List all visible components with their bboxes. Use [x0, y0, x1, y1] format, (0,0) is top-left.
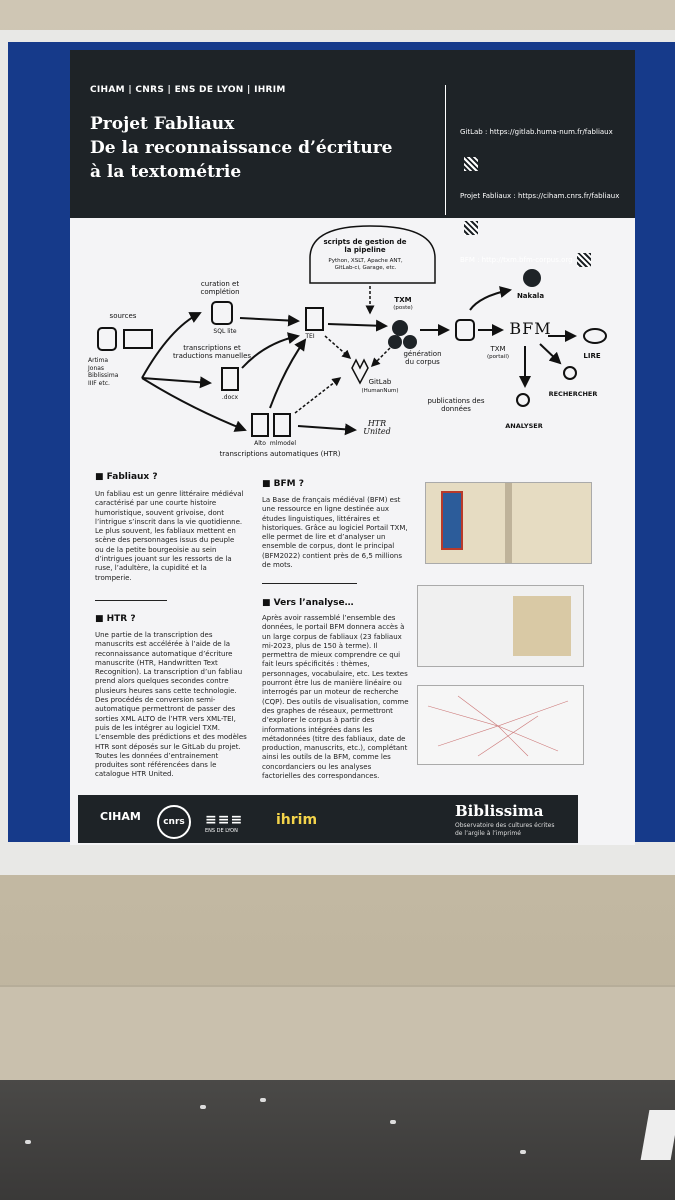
txm-hex-icon — [388, 335, 402, 349]
gitlab-link: GitLab : https://gitlab.huma-num.fr/fabl… — [460, 128, 613, 136]
biblissima-subtitle: Observatoire des cultures écrites de l’a… — [455, 822, 555, 837]
bfm-link: BFM : http://txm.bfm-corpus.org — [460, 256, 573, 264]
network-graph — [427, 695, 569, 757]
gitlab-link-row: GitLab : https://gitlab.huma-num.fr/fabl… — [460, 116, 620, 180]
qr-code-icon — [576, 253, 591, 267]
bfm-title: BFM ? — [273, 479, 304, 489]
illuminated-initial — [441, 491, 463, 550]
database-icon — [97, 327, 117, 351]
analyse-heading: ■ Vers l’analyse… — [262, 598, 354, 608]
projet-link-row: Projet Fabliaux : https://ciham.cnrs.fr/… — [460, 180, 620, 244]
bfm-link-row: BFM : http://txm.bfm-corpus.org — [460, 244, 620, 276]
gitlab-icon — [351, 358, 369, 385]
magnifier-icon — [563, 366, 577, 380]
title-line-3: à la textométrie — [90, 162, 242, 182]
htr-united-logo: HTR United — [363, 419, 391, 436]
docx-file-icon — [221, 367, 239, 391]
tei-label: TEI — [305, 333, 315, 340]
sqlite-label: SQL lite — [213, 328, 237, 335]
manuscript-image — [425, 482, 592, 564]
sqlite-icon — [211, 301, 233, 325]
qr-code-icon — [464, 157, 478, 171]
htr-body: Une partie de la transcription des manus… — [95, 631, 247, 779]
manuscript-page-preview — [513, 596, 571, 656]
gitlab-label: GitLab — [368, 378, 392, 386]
generation-label: génération du corpus — [403, 350, 442, 366]
fabliaux-heading: ■ Fabliaux ? — [95, 472, 158, 482]
nakala-label: Nakala — [516, 292, 545, 300]
txm-poste-label: TXM — [394, 296, 412, 304]
mlmodel-file-icon — [273, 413, 291, 437]
poster-header — [70, 50, 635, 218]
analyse-body: Après avoir rassemblé l’ensemble des don… — [262, 614, 409, 781]
txm-hex-icon — [392, 320, 408, 336]
header-links: GitLab : https://gitlab.huma-num.fr/fabl… — [460, 116, 620, 276]
publications-label: publications des données — [427, 397, 485, 413]
curation-label: curation et complétion — [200, 280, 240, 296]
txm-hex-icon — [403, 335, 417, 349]
pipeline-diagram — [97, 225, 607, 437]
wall-plinth — [0, 985, 675, 1082]
lire-label: LIRE — [583, 352, 601, 360]
alto-file-icon — [251, 413, 269, 437]
header-orgs: CIHAM | CNRS | ENS DE LYON | IHRIM — [90, 85, 286, 95]
ens-logo-mark: ≡≡≡ — [205, 812, 244, 828]
biblissima-logo: Biblissima — [455, 802, 544, 820]
htr-title: HTR ? — [106, 614, 136, 624]
book-icon — [123, 329, 153, 349]
portail-db-icon — [455, 319, 475, 341]
nakala-icon — [523, 269, 541, 287]
qr-code-icon — [464, 221, 478, 235]
htr-heading: ■ HTR ? — [95, 614, 136, 624]
mid-rule — [262, 583, 357, 584]
transcriptions-label: transcriptions et traductions manuelles — [172, 344, 252, 360]
eye-icon — [583, 328, 607, 344]
network-graph-image — [417, 685, 584, 765]
ens-logo-text: ENS DE LYON — [205, 828, 238, 834]
ciham-logo: CIHAM — [100, 810, 141, 823]
lightbulb-icon — [516, 393, 530, 407]
sources-label: sources — [109, 312, 137, 320]
docx-label: .docx — [221, 394, 239, 401]
header-divider — [445, 85, 446, 215]
mlmodel-label: mlmodel — [269, 440, 297, 447]
projet-link: Projet Fabliaux : https://ciham.cnrs.fr/… — [460, 192, 620, 200]
analyse-title: Vers l’analyse… — [273, 598, 354, 608]
scripts-cloud-shape — [309, 225, 436, 284]
poster-title: Projet Fabliaux De la reconnaissance d’é… — [90, 112, 393, 184]
tei-file-icon — [305, 307, 324, 331]
bfm-heading: ■ BFM ? — [262, 479, 304, 489]
fabliaux-body: Un fabliau est un genre littéraire médié… — [95, 490, 244, 582]
sources-list: Artima Jonas Biblissima IIIF etc. — [88, 357, 119, 387]
fabliaux-title: Fabliaux ? — [106, 472, 158, 482]
asphalt-ground — [0, 1080, 675, 1200]
bfm-interface-screenshot — [417, 585, 584, 667]
title-line-2: De la reconnaissance d’écriture — [90, 138, 393, 158]
alto-label: Alto — [254, 440, 266, 447]
bfm-body: La Base de français médiéval (BFM) est u… — [262, 496, 408, 570]
rechercher-label: RECHERCHER — [548, 390, 598, 398]
cnrs-logo: cnrs — [157, 805, 191, 839]
analyser-label: ANALYSER — [505, 422, 543, 430]
txm-portail-label: TXM — [490, 345, 506, 353]
title-line-1: Projet Fabliaux — [90, 114, 235, 134]
left-rule — [95, 600, 167, 601]
ihrim-logo: ihrim — [276, 812, 318, 828]
scripts-title: scripts de gestion de la pipeline — [323, 238, 407, 254]
poste-label: (poste) — [393, 305, 413, 311]
portail-label: (portail) — [487, 354, 509, 360]
scripts-tools: Python, XSLT, Apache ANT, GitLab-ci, Gar… — [328, 258, 403, 271]
bfm-logo: BFM — [509, 319, 552, 338]
htr-label: transcriptions automatiques (HTR) — [219, 450, 341, 458]
humannum-label: (HumanNum) — [361, 388, 399, 394]
